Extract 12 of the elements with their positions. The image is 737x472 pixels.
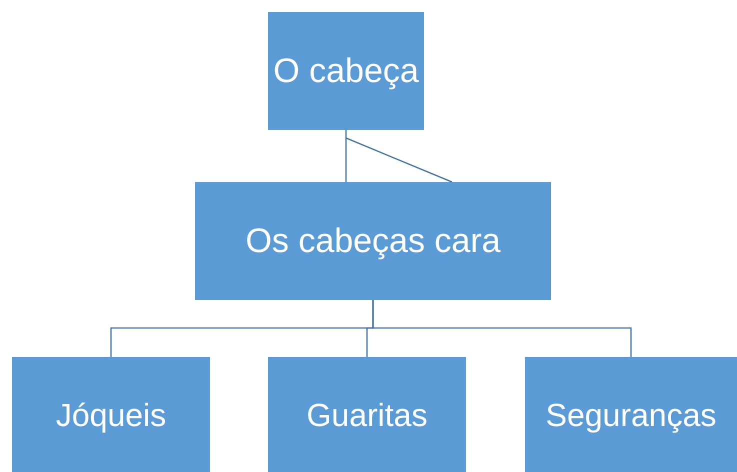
connector-line [372,300,632,357]
org-box [195,182,551,300]
box-label: Jóqueis [56,396,166,434]
box-label: O cabeça [273,50,419,92]
org-box [12,357,210,472]
org-box [268,12,424,130]
box-label: Guaritas [306,396,428,434]
box-label: Seguranças [546,396,716,434]
org-box [525,357,737,472]
org-box [268,357,466,472]
connector-line [345,129,453,183]
box-label: Os cabeças cara [245,220,501,262]
